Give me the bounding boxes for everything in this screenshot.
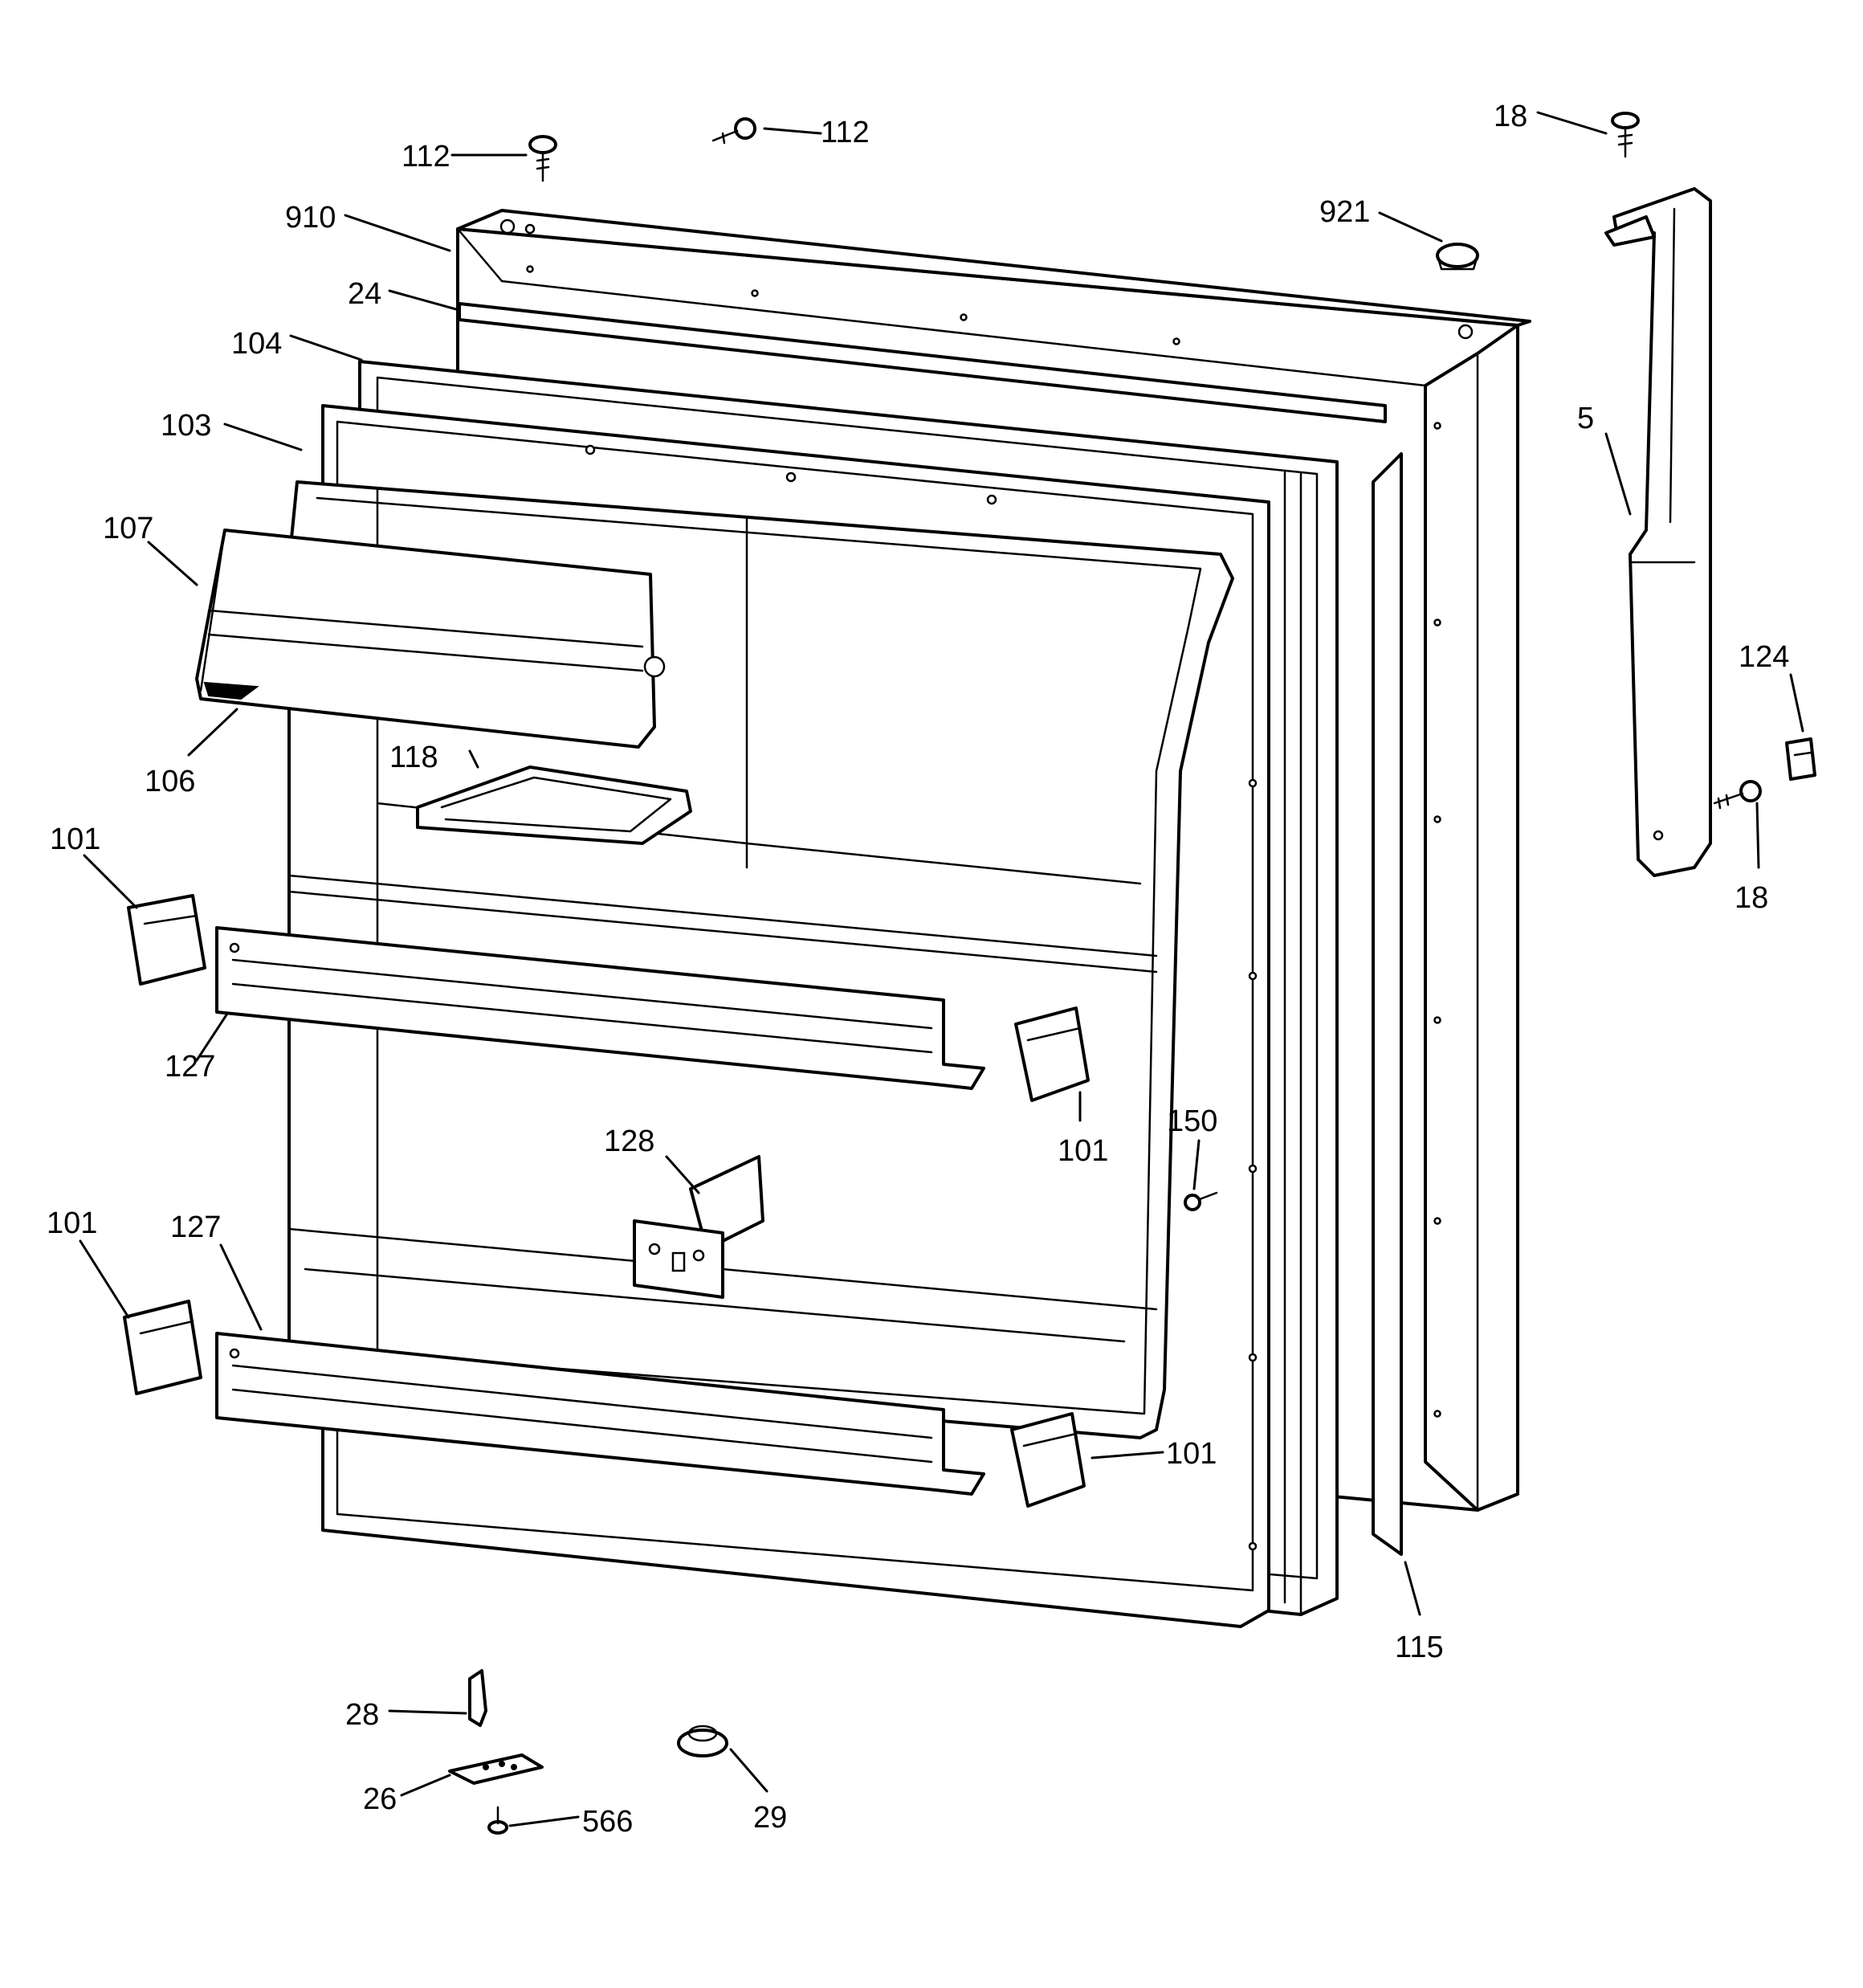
callout-112-top: 112 <box>402 140 450 173</box>
callout-101-b: 101 <box>1058 1134 1108 1168</box>
callout-566: 566 <box>582 1805 633 1839</box>
part-128-plate <box>633 1155 764 1299</box>
part-112-screw-top <box>528 135 557 182</box>
callout-18-top: 18 <box>1494 100 1527 133</box>
part-127-lower-shelf <box>215 1332 985 1496</box>
callout-101-c: 101 <box>47 1206 97 1240</box>
part-921-plug <box>1436 243 1479 271</box>
callout-101-d: 101 <box>1166 1437 1217 1471</box>
part-115-gasket-strip <box>1372 452 1403 1556</box>
part-127-upper-shelf <box>215 926 985 1090</box>
callout-labels: 112 112 18 910 921 24 104 103 5 107 124 … <box>47 100 1789 1839</box>
callout-24: 24 <box>348 277 381 311</box>
callout-101-a: 101 <box>50 823 100 856</box>
part-5-door-handle <box>1604 187 1712 877</box>
part-118-butter-tray <box>416 765 692 845</box>
part-24-gasket-strip <box>458 302 1387 423</box>
part-124-clip <box>1785 737 1816 781</box>
part-566-screw <box>487 1806 508 1835</box>
callout-18-side: 18 <box>1735 881 1768 915</box>
part-101-end-cap-lower-left <box>123 1300 202 1395</box>
callout-26: 26 <box>363 1782 397 1816</box>
callout-921: 921 <box>1319 195 1370 229</box>
callout-28: 28 <box>345 1698 379 1732</box>
part-26-hinge-plate <box>448 1753 544 1785</box>
part-18-screw-side <box>1713 780 1762 810</box>
callout-118: 118 <box>389 741 438 774</box>
part-150-screw <box>1184 1191 1218 1211</box>
part-101-end-cap-upper-left <box>127 894 206 986</box>
callout-5: 5 <box>1577 402 1594 435</box>
part-101-end-cap-lower-right <box>1010 1412 1086 1508</box>
callout-103: 103 <box>161 409 211 443</box>
callout-910: 910 <box>285 201 336 235</box>
part-101-end-cap-upper-right <box>1014 1006 1090 1102</box>
callout-106: 106 <box>145 765 195 798</box>
part-18-screw-top <box>1611 112 1640 158</box>
leader-lines <box>79 111 1804 1827</box>
part-29-cap <box>677 1725 728 1757</box>
callout-127-b: 127 <box>170 1210 221 1244</box>
callout-124: 124 <box>1739 640 1789 674</box>
callout-112-screw: 112 <box>821 116 870 149</box>
callout-29: 29 <box>753 1801 787 1835</box>
callout-115: 115 <box>1395 1631 1444 1664</box>
callout-150: 150 <box>1167 1104 1217 1138</box>
callout-107: 107 <box>103 512 153 545</box>
part-107-dairy-door <box>195 529 666 749</box>
callout-104: 104 <box>231 327 282 361</box>
callout-128: 128 <box>604 1125 654 1158</box>
part-28-hinge-pin <box>468 1669 487 1727</box>
part-112-screw-side <box>711 117 756 145</box>
callout-127-a: 127 <box>165 1050 215 1084</box>
